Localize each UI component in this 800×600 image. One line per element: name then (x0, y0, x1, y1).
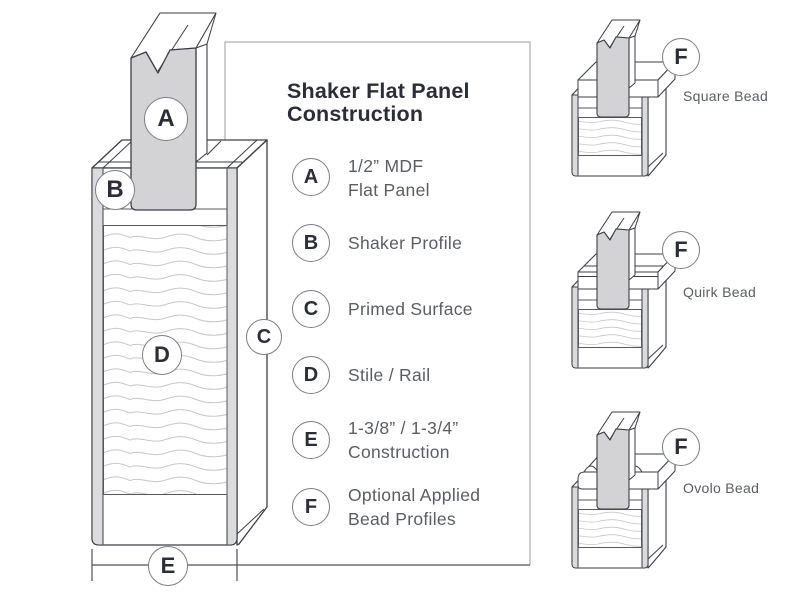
legend-text-f: Optional Applied Bead Profiles (348, 485, 481, 529)
title-line-2: Construction (287, 102, 424, 126)
legend-text-b: Shaker Profile (348, 233, 463, 253)
legend-text-a: 1/2” MDF Flat Panel (348, 156, 430, 200)
bead-square-label: Square Bead (683, 88, 769, 104)
bead-square-f-circle: F (662, 38, 700, 76)
legend-text-e: 1-3/8” / 1-3/4” Construction (348, 418, 459, 462)
bead-quirk-label: Quirk Bead (683, 284, 757, 300)
title-line-1: Shaker Flat Panel (287, 79, 470, 103)
legend-circle-c: C (292, 290, 330, 328)
callout-b: B (95, 170, 135, 210)
quirk-bead-illustration (571, 211, 676, 369)
callout-c: C (246, 319, 282, 355)
main-illustration (91, 12, 268, 546)
legend-circle-e: E (292, 421, 330, 459)
callout-a: A (144, 97, 188, 141)
page-title: Shaker Flat Panel Construction (287, 80, 470, 126)
callout-e: E (148, 546, 188, 586)
bead-ovolo-label: Ovolo Bead (683, 480, 760, 496)
bead-quirk-f-circle: F (662, 231, 700, 269)
callout-box (224, 41, 531, 565)
legend-text-c: Primed Surface (348, 299, 473, 319)
legend-circle-d: D (292, 356, 330, 394)
ovolo-bead-illustration (571, 411, 676, 569)
callout-d: D (142, 335, 182, 375)
legend-circle-b: B (292, 224, 330, 262)
square-bead-illustration (571, 19, 676, 177)
legend-text-d: Stile / Rail (348, 365, 431, 385)
legend-circle-f: F (292, 488, 330, 526)
legend-circle-a: A (292, 158, 330, 196)
bead-ovolo-f-circle: F (662, 428, 700, 466)
